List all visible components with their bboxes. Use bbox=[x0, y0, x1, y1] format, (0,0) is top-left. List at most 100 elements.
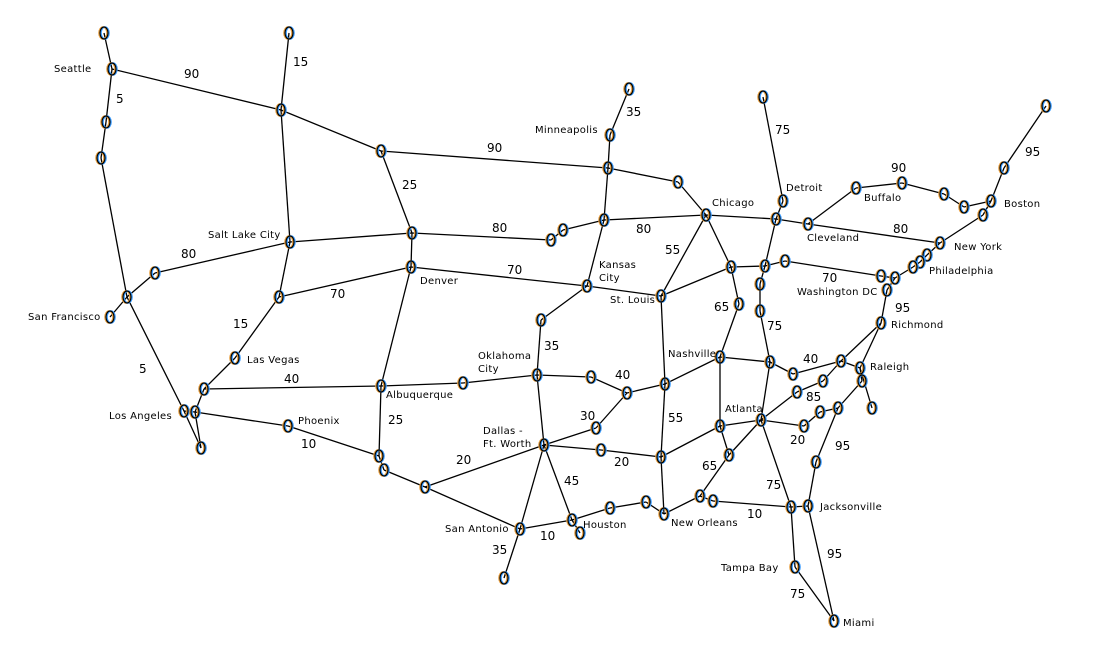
highway-segment bbox=[607, 167, 679, 183]
junction-node-icon bbox=[283, 26, 295, 40]
highway-number-label: 40 bbox=[803, 352, 818, 366]
junction-node-icon bbox=[828, 614, 840, 628]
highway-segment bbox=[901, 182, 945, 195]
city-label: St. Louis bbox=[610, 295, 655, 306]
junction-node-icon bbox=[764, 355, 776, 369]
highway-segment bbox=[595, 392, 628, 429]
junction-node-icon bbox=[754, 277, 766, 291]
highway-segment bbox=[699, 454, 730, 497]
junction-node-icon bbox=[802, 499, 814, 513]
city-label: San Antonio bbox=[445, 524, 509, 535]
junction-node-icon bbox=[1040, 99, 1052, 113]
junction-node-icon bbox=[854, 361, 866, 375]
highway-segment bbox=[278, 241, 291, 298]
highway-number-label: 90 bbox=[184, 67, 199, 81]
junction-node-icon bbox=[375, 144, 387, 158]
highway-segment bbox=[380, 266, 412, 387]
highway-segment bbox=[203, 385, 382, 390]
junction-node-icon bbox=[498, 571, 510, 585]
highway-segment bbox=[939, 214, 984, 244]
junction-node-icon bbox=[907, 260, 919, 274]
highway-segment bbox=[411, 232, 552, 241]
junction-node-icon bbox=[538, 438, 550, 452]
highway-number-label: 80 bbox=[636, 222, 651, 236]
junction-node-icon bbox=[938, 187, 950, 201]
highway-segment bbox=[660, 456, 665, 515]
city-label: Miami bbox=[843, 618, 875, 629]
highway-segment bbox=[287, 425, 380, 457]
junction-node-icon bbox=[602, 161, 614, 175]
junction-node-icon bbox=[694, 489, 706, 503]
highway-number-label: 30 bbox=[580, 409, 595, 423]
highway-segment bbox=[378, 385, 382, 457]
highway-number-label: 35 bbox=[544, 339, 559, 353]
city-label: Dallas - bbox=[483, 426, 523, 437]
highway-segment bbox=[807, 187, 857, 225]
junction-node-icon bbox=[419, 480, 431, 494]
junction-node-icon bbox=[777, 194, 789, 208]
highway-segment bbox=[609, 501, 647, 509]
junction-node-icon bbox=[621, 386, 633, 400]
highway-segment bbox=[660, 266, 732, 297]
highway-segment bbox=[705, 214, 732, 268]
junction-node-icon bbox=[714, 419, 726, 433]
highway-segment bbox=[982, 200, 992, 216]
junction-node-icon bbox=[198, 382, 210, 396]
city-label: Tampa Bay bbox=[720, 563, 779, 574]
junction-node-icon bbox=[787, 367, 799, 381]
highway-segment bbox=[760, 419, 805, 427]
junction-node-icon bbox=[655, 450, 667, 464]
highway-segment bbox=[859, 322, 882, 369]
junction-node-icon bbox=[889, 271, 901, 285]
highway-segment bbox=[203, 357, 236, 390]
junction-node-icon bbox=[604, 128, 616, 142]
junction-node-icon bbox=[373, 449, 385, 463]
junction-node-icon bbox=[405, 260, 417, 274]
junction-node-icon bbox=[733, 297, 745, 311]
highway-segment bbox=[760, 361, 771, 421]
highway-number-label: 25 bbox=[388, 413, 403, 427]
junction-node-icon bbox=[566, 513, 578, 527]
junction-node-icon bbox=[998, 161, 1010, 175]
highway-number-label: 20 bbox=[790, 433, 805, 447]
junction-node-icon bbox=[985, 194, 997, 208]
junction-node-icon bbox=[707, 494, 719, 508]
junction-node-icon bbox=[623, 82, 635, 96]
highway-number-label: 35 bbox=[626, 105, 641, 119]
junction-node-icon bbox=[100, 115, 112, 129]
highway-number-label: 80 bbox=[181, 247, 196, 261]
junction-node-icon bbox=[723, 448, 735, 462]
highway-number-label: 15 bbox=[233, 317, 248, 331]
junction-node-icon bbox=[375, 379, 387, 393]
highway-segment bbox=[280, 32, 290, 111]
highway-number-label: 90 bbox=[487, 141, 502, 155]
highway-segment bbox=[600, 449, 662, 458]
highway-number-label: 70 bbox=[507, 263, 522, 277]
highway-segment bbox=[154, 241, 291, 274]
highway-segment bbox=[540, 285, 588, 321]
junction-node-icon bbox=[779, 254, 791, 268]
city-label: Albuquerque bbox=[386, 390, 453, 401]
highway-segment bbox=[886, 277, 896, 291]
highway-number-label: 40 bbox=[284, 372, 299, 386]
highway-segment bbox=[807, 505, 835, 622]
highway-segment bbox=[794, 566, 835, 622]
highway-segment bbox=[760, 391, 798, 421]
junction-node-icon bbox=[850, 181, 862, 195]
junction-node-icon bbox=[282, 419, 294, 433]
highway-segment bbox=[100, 157, 128, 298]
highway-number-label: 55 bbox=[668, 411, 683, 425]
city-label: Los Angeles bbox=[109, 411, 172, 422]
city-label: Detroit bbox=[786, 183, 823, 194]
highway-segment bbox=[660, 425, 721, 458]
highway-number-label: 10 bbox=[301, 437, 316, 451]
junction-node-icon bbox=[378, 463, 390, 477]
highway-number-label: 15 bbox=[293, 55, 308, 69]
highway-number-label: 70 bbox=[822, 271, 837, 285]
junction-node-icon bbox=[149, 266, 161, 280]
city-label: Cleveland bbox=[807, 233, 859, 244]
junction-node-icon bbox=[121, 290, 133, 304]
highway-segment bbox=[719, 303, 740, 358]
